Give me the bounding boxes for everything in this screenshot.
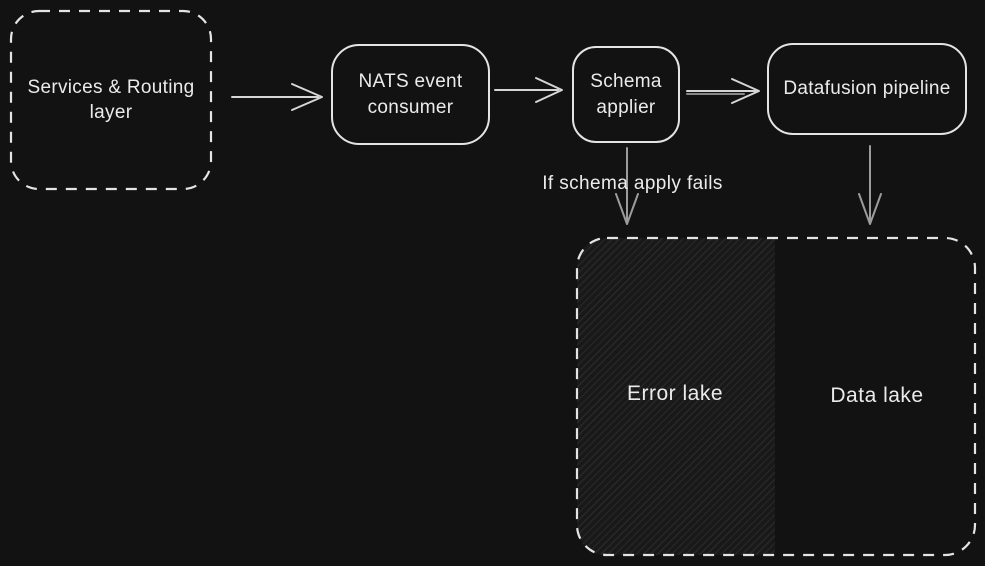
arrow-head	[731, 78, 760, 104]
schema-applier-node: Schema applier	[572, 46, 680, 143]
schema-applier-label: Schema applier	[590, 71, 662, 118]
data-lake-node: Data lake	[777, 381, 977, 411]
arrow-head	[291, 83, 323, 111]
datafusion-pipeline-node: Datafusion pipeline	[767, 43, 967, 135]
nats-event-consumer-label: NATS event consumer	[358, 71, 463, 118]
failure-edge-caption: If schema apply fails	[542, 173, 723, 194]
lakes-container: Error lake Data lake	[575, 236, 977, 557]
arrow-nats-to-schema	[494, 77, 563, 103]
services-routing-layer-node: Services & Routing layer	[14, 11, 208, 189]
arrow-head	[535, 77, 563, 103]
arrow-datafusion-to-data-lake	[858, 145, 882, 225]
arrow-services-to-nats	[231, 83, 323, 111]
services-routing-layer-label: Services & Routing layer	[27, 76, 195, 123]
error-lake-label: Error lake	[626, 382, 724, 405]
data-lake-label: Data lake	[830, 384, 924, 407]
datafusion-pipeline-label: Datafusion pipeline	[783, 78, 951, 100]
error-lake-node: Error lake	[575, 379, 775, 409]
arrow-schema-to-datafusion	[686, 78, 760, 104]
nats-event-consumer-node: NATS event consumer	[331, 44, 490, 145]
arrow-head	[615, 193, 639, 225]
arrow-head	[858, 193, 882, 225]
arrow-schema-to-error-lake	[615, 147, 639, 225]
